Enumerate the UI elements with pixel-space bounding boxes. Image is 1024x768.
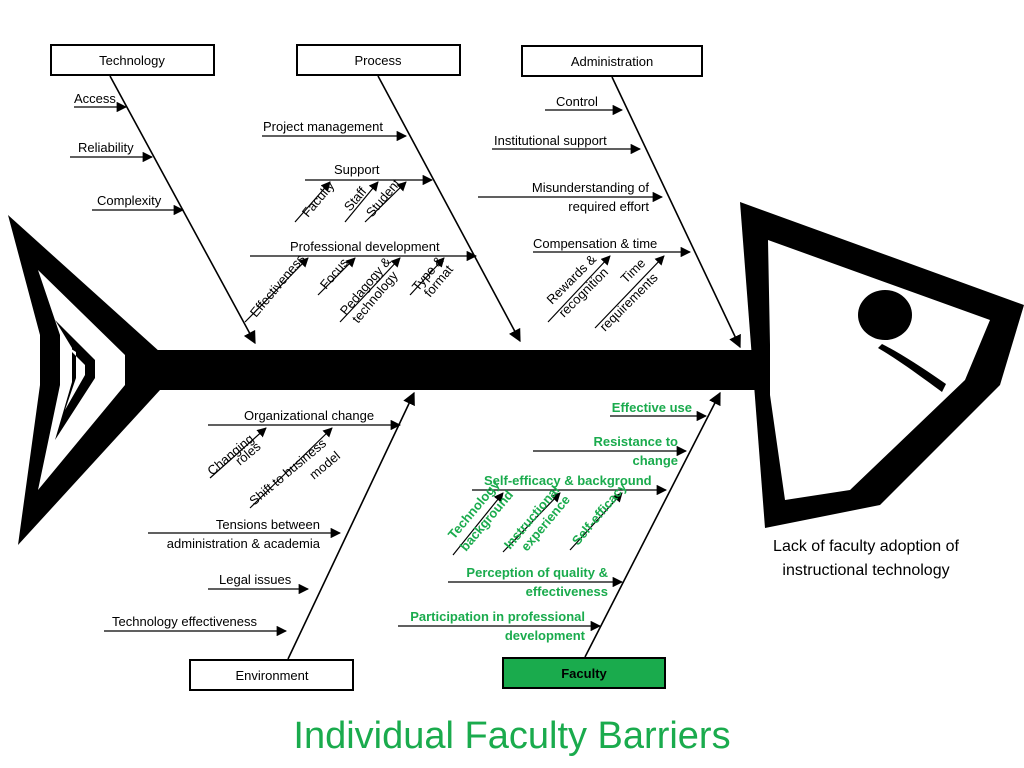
cause-perception-2: effectiveness	[526, 584, 608, 599]
subcause-faculty: Faculty	[299, 178, 338, 220]
bone-administration	[611, 76, 741, 349]
category-box-administration: Administration	[521, 45, 703, 77]
fish-eye	[858, 290, 912, 340]
subcause-focus: Focus	[317, 255, 352, 292]
category-label-faculty: Faculty	[561, 666, 607, 681]
category-box-faculty: Faculty	[502, 657, 666, 689]
category-label-process: Process	[355, 53, 402, 68]
cause-org-change: Organizational change	[244, 408, 374, 423]
cause-compensation: Compensation & time	[533, 236, 657, 251]
cause-legal: Legal issues	[219, 572, 292, 587]
cause-institutional-support: Institutional support	[494, 133, 607, 148]
problem-statement-line-2: instructional technology	[782, 562, 949, 579]
cause-perception-1: Perception of quality &	[466, 565, 608, 580]
category-label-technology: Technology	[99, 53, 165, 68]
process-causes: Project management Support Faculty Staff…	[244, 119, 478, 326]
bone-environment	[287, 391, 415, 660]
category-box-process: Process	[296, 44, 461, 76]
cause-project-management: Project management	[263, 119, 383, 134]
cause-misunderstanding-2: required effort	[568, 199, 649, 214]
fish-mouth	[878, 344, 946, 392]
cause-resistance-1: Resistance to	[593, 434, 678, 449]
page-title: Individual Faculty Barriers	[293, 715, 730, 757]
cause-control: Control	[556, 94, 598, 109]
bone-process	[377, 75, 521, 343]
cause-tech-effectiveness: Technology effectiveness	[112, 614, 258, 629]
category-label-administration: Administration	[571, 54, 653, 69]
fish-head	[740, 202, 1024, 528]
cause-tensions-2: administration & academia	[167, 536, 321, 551]
cause-participation-2: development	[505, 628, 586, 643]
cause-self-efficacy: Self-efficacy & background	[484, 473, 652, 488]
cause-access: Access	[74, 91, 116, 106]
cause-misunderstanding-1: Misunderstanding of	[532, 180, 649, 195]
cause-effective-use: Effective use	[612, 400, 692, 415]
cause-participation-1: Participation in professional	[410, 609, 585, 624]
cause-resistance-2: change	[632, 453, 678, 468]
cause-complexity: Complexity	[97, 193, 162, 208]
category-label-environment: Environment	[236, 668, 309, 683]
bone-faculty	[584, 391, 721, 658]
subcause-student: Student	[363, 176, 404, 220]
faculty-causes: Effective use Resistance to change Self-…	[398, 400, 708, 643]
fish-tail	[8, 215, 160, 545]
problem-statement-line-1: Lack of faculty adoption of	[773, 538, 959, 555]
environment-causes: Organizational change Changing roles Shi…	[104, 408, 402, 637]
category-box-environment: Environment	[189, 659, 354, 691]
technology-causes: Access Reliability Complexity	[70, 91, 185, 216]
subcause-effectiveness: Effectiveness	[247, 251, 308, 320]
administration-causes: Control Institutional support Misunderst…	[478, 94, 692, 334]
fish-spine	[150, 350, 770, 390]
cause-tensions-1: Tensions between	[216, 517, 320, 532]
category-box-technology: Technology	[50, 44, 215, 76]
cause-professional-development: Professional development	[290, 239, 440, 254]
cause-support: Support	[334, 162, 380, 177]
cause-reliability: Reliability	[78, 140, 134, 155]
